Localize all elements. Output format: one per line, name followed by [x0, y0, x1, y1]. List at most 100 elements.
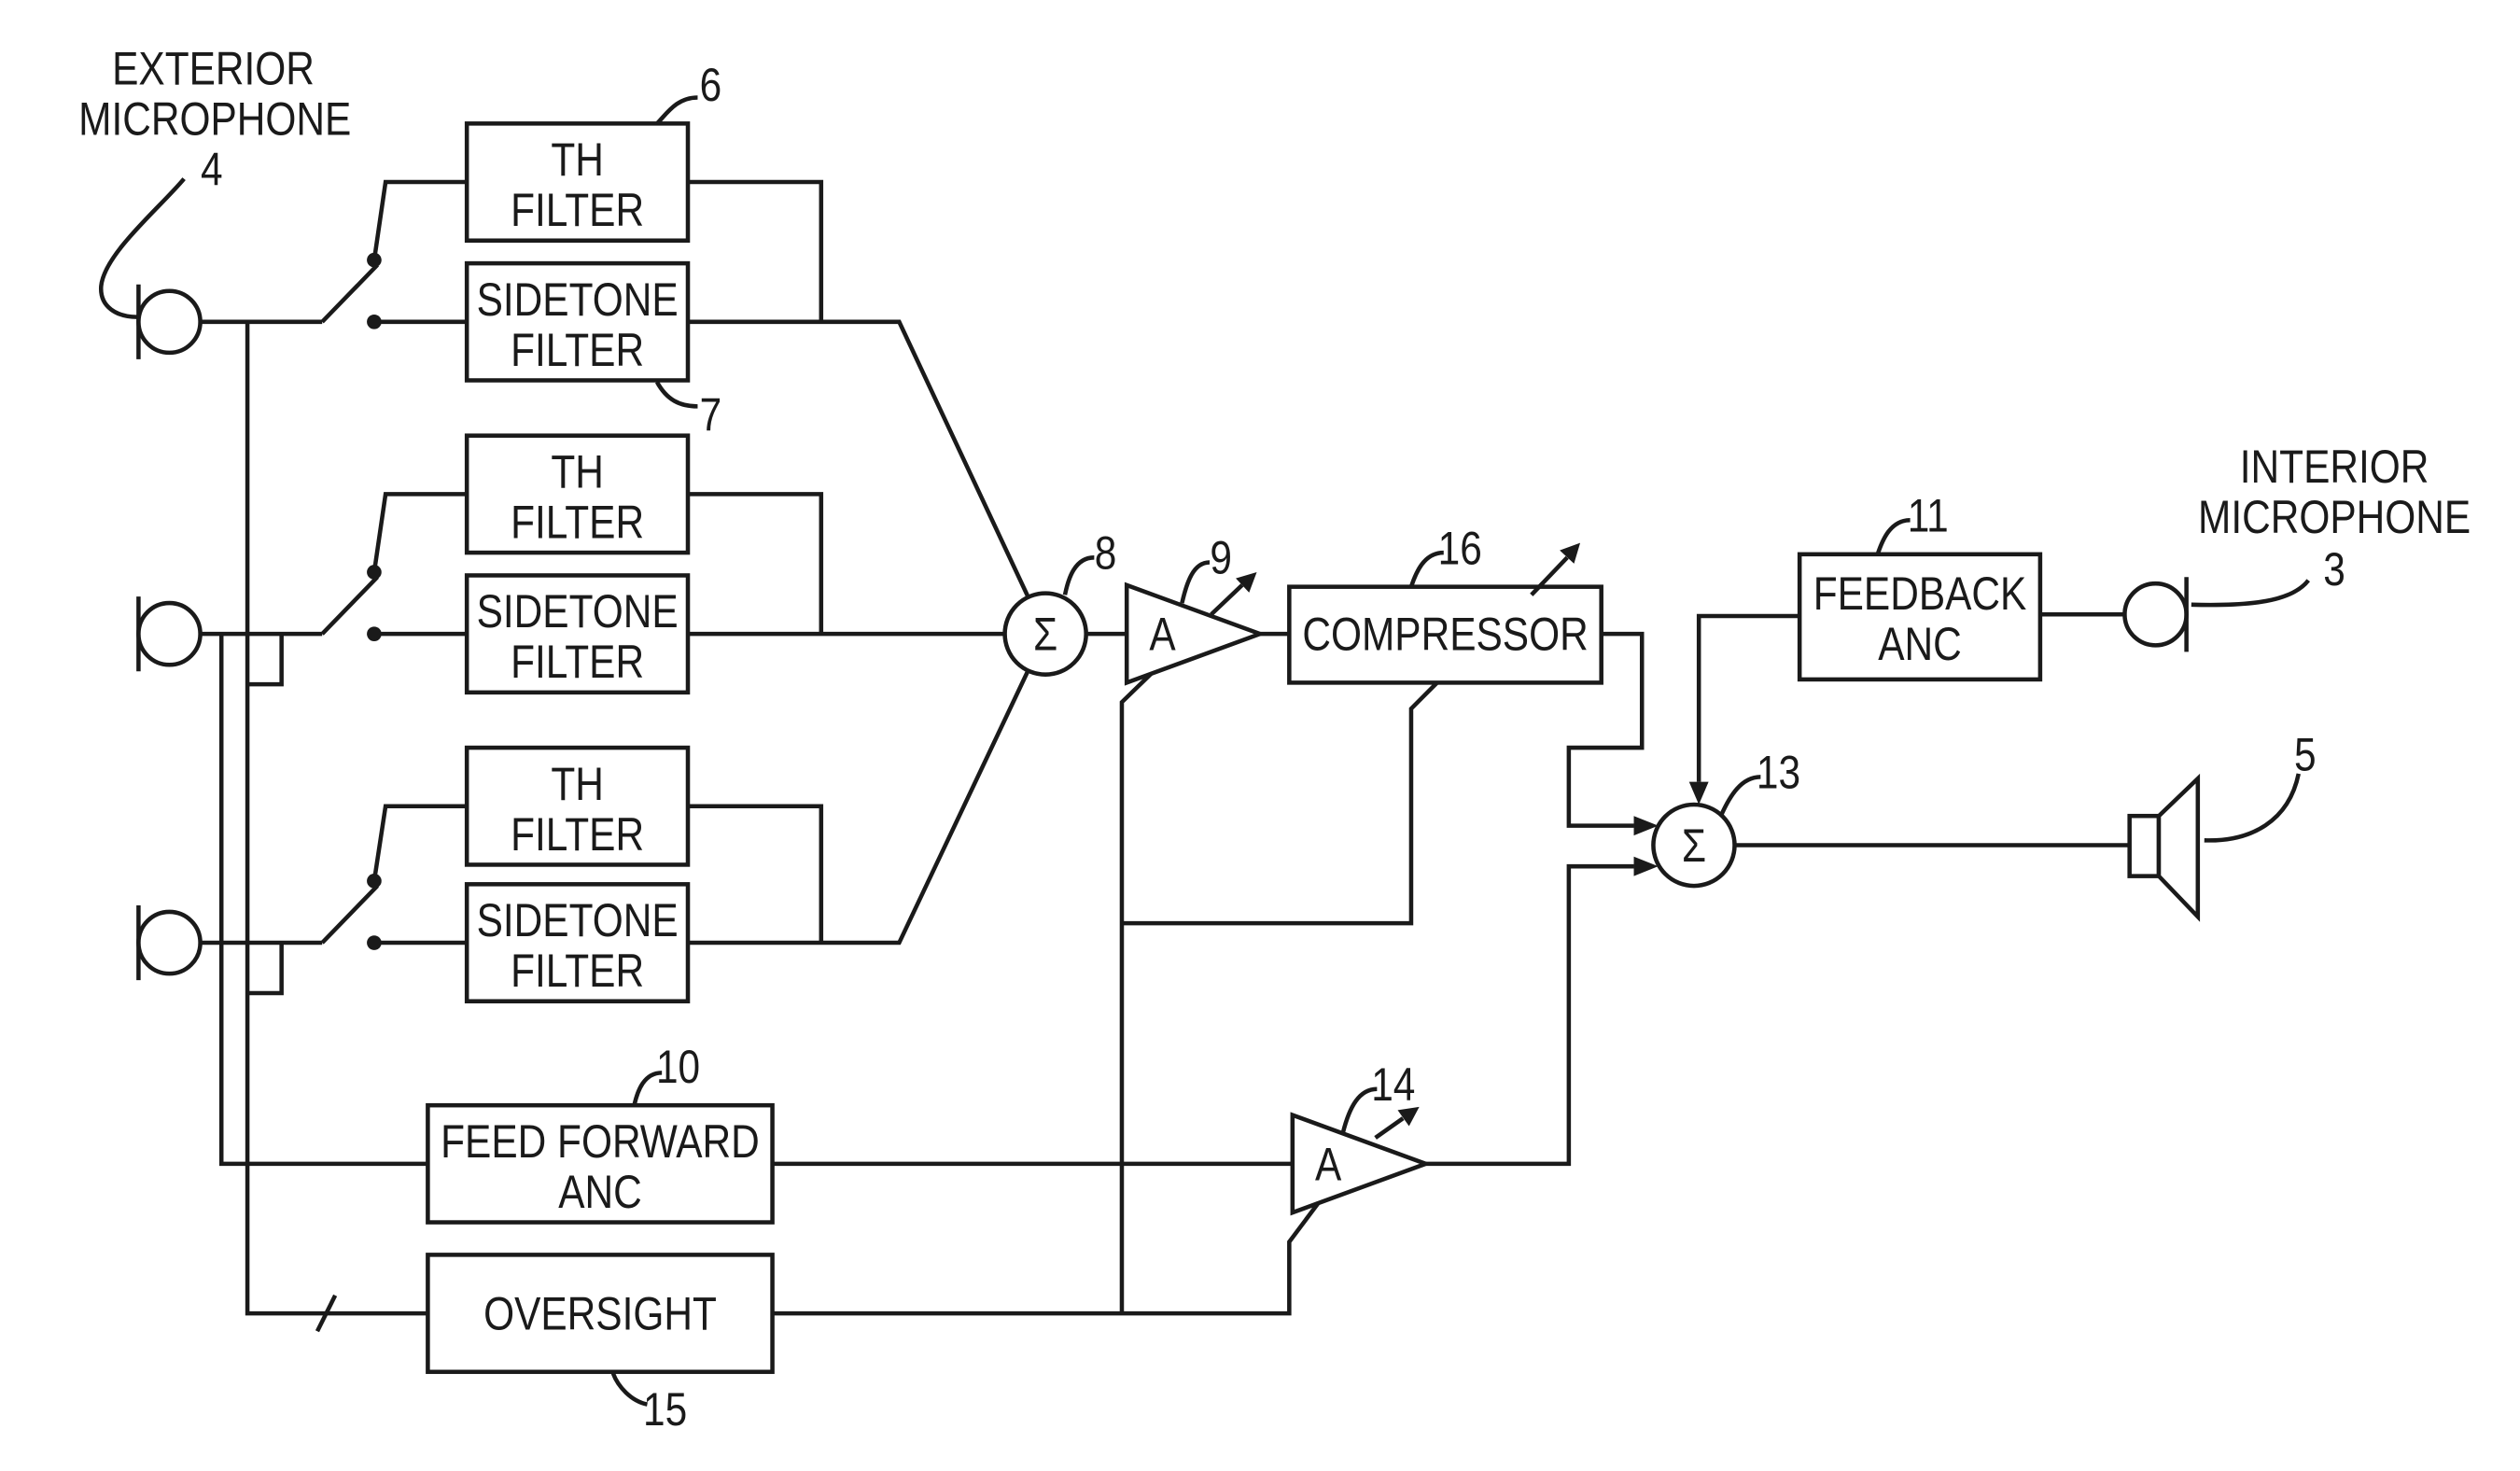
amplifier-9-leader-line — [1180, 560, 1211, 604]
wire-oversight-to-compressor-control — [1121, 680, 1439, 926]
compressor-ref-number: 16 — [1438, 522, 1482, 574]
compressor-arrowhead — [1560, 542, 1581, 564]
bus-to-oversight — [245, 321, 428, 1316]
speaker-leader-line — [2204, 773, 2301, 843]
th-filter-3-label-line-1: TH — [551, 757, 604, 809]
th-filter-2-label-line-2: FILTER — [511, 496, 644, 548]
microphone-1-capsule — [136, 288, 203, 356]
feedback-anc-ref-number: 11 — [1908, 489, 1949, 541]
compressor-label: COMPRESSOR — [1302, 608, 1588, 660]
summer-8-leader-line — [1062, 555, 1095, 595]
oversight — [426, 1253, 775, 1375]
microphone-2-capsule — [136, 600, 203, 667]
summer-13-input-arrowhead-3 — [1688, 781, 1709, 806]
summer-8-ref-number: 8 — [1095, 526, 1117, 579]
interior-microphone-leader-line — [2191, 579, 2311, 608]
th-filter-3 — [464, 745, 691, 867]
amplifier-14-ref-number: 14 — [1371, 1058, 1415, 1110]
microphone-icon — [136, 596, 203, 672]
th-filter-1-label-line-1: TH — [551, 133, 604, 186]
interior-microphone-label-line-1: INTERIOR — [2240, 441, 2429, 493]
wire-th-filter-3-output — [688, 804, 824, 944]
wire-feedback-anc-to-summer-13 — [1696, 613, 1800, 782]
microphone-icon — [136, 904, 203, 981]
sidetone-filter-3-label-line-2: FILTER — [511, 945, 644, 997]
feedback-anc-label-line-2: ANC — [1878, 618, 1962, 670]
sidetone-filter-3 — [464, 882, 691, 1003]
speaker-icon — [2127, 773, 2201, 922]
feed-forward-anc-label-line-1: FEED FORWARD — [441, 1114, 760, 1167]
sidetone-filter-2-label-line-1: SIDETONE — [477, 585, 679, 637]
sidetone-filter-3-label-line-1: SIDETONE — [477, 894, 679, 946]
sidetone-filter-1-label-line-2: FILTER — [511, 323, 644, 375]
sidetone-filter-2 — [464, 573, 691, 695]
summer-13-input-arrowhead-1 — [1633, 816, 1659, 836]
summer-13-leader-line — [1719, 775, 1761, 816]
mic3-bus-tap — [247, 943, 284, 996]
th-filter-2-label-line-1: TH — [551, 445, 604, 497]
speaker-cone — [2156, 773, 2201, 922]
wire-switch3-to-th-filter-3 — [371, 804, 468, 882]
amplifier-14-leader-line — [1340, 1086, 1378, 1134]
wire-th-filter-2-output — [688, 492, 824, 635]
microphone-icon — [2122, 577, 2189, 652]
th-filter-2 — [464, 433, 691, 555]
amplifier-9-arrowhead — [1236, 571, 1257, 593]
amplifier-14-variable-gain-arrow — [1374, 1116, 1405, 1140]
interior-microphone-capsule — [2122, 581, 2189, 648]
amplifier-9-variable-gain-arrow — [1210, 583, 1244, 616]
wire-oversight-to-amplifier-9-control — [1119, 672, 1153, 1314]
wire-group1-to-summer-8 — [688, 319, 1030, 598]
sidetone-filter-1 — [464, 260, 691, 383]
amplifier-9 — [1124, 581, 1267, 686]
switch-3-arm — [320, 884, 380, 945]
feed-forward-anc-label-line-2: ANC — [558, 1165, 642, 1217]
wire-compressor-to-summer-13 — [1566, 631, 1645, 828]
oversight-leader-line — [610, 1372, 649, 1407]
amplifier-14 — [1290, 1112, 1433, 1216]
amplifier-14-arrowhead — [1397, 1106, 1420, 1127]
amplifier-14-symbol: A — [1315, 1138, 1341, 1190]
wire-th-filter-1-output — [688, 179, 824, 322]
wire-oversight-to-amplifier-14-control — [772, 1201, 1321, 1316]
bus-multi-line-slash — [315, 1294, 338, 1333]
feedback-anc-label-line-1: FEEDBACK — [1813, 567, 2027, 620]
wire-switch1-to-th-filter-1 — [371, 179, 468, 260]
amplifier-9-symbol: A — [1149, 608, 1175, 660]
mic2-bus-tap — [247, 634, 284, 687]
speaker-magnet — [2127, 813, 2162, 878]
th-filter-leader-line — [655, 95, 698, 125]
exterior-microphone-leader-line — [99, 177, 186, 319]
exterior-microphone-ref-number: 4 — [201, 143, 223, 195]
microphone-icon — [136, 284, 203, 359]
summer-13-ref-number: 13 — [1757, 746, 1800, 798]
interior-microphone-label-line-2: MICROPHONE — [2198, 491, 2471, 543]
th-filter-3-label-line-2: FILTER — [511, 807, 644, 860]
feedback-anc-leader-line — [1875, 517, 1911, 555]
feedback-anc — [1797, 552, 2043, 682]
microphone-3-capsule — [136, 909, 203, 976]
th-filter-1-label-line-2: FILTER — [511, 184, 644, 236]
sidetone-filter-leader-line — [654, 381, 698, 409]
sidetone-filter-2-label-line-2: FILTER — [511, 636, 644, 688]
wire-amplifier-14-to-summer-13 — [1425, 863, 1634, 1167]
feed-forward-anc-ref-number: 10 — [656, 1040, 700, 1092]
feed-forward-anc — [426, 1102, 775, 1225]
interior-microphone-ref-number: 3 — [2323, 542, 2345, 595]
exterior-microphone-label-line-2: MICROPHONE — [78, 92, 351, 145]
amplifier-9-ref-number: 9 — [1210, 531, 1232, 583]
sidetone-filter-ref-number: 7 — [700, 388, 722, 441]
exterior-microphone-label-line-1: EXTERIOR — [112, 42, 315, 94]
wire-switch2-to-th-filter-2 — [371, 492, 468, 573]
sidetone-filter-1-label-line-1: SIDETONE — [477, 273, 679, 325]
feed-forward-anc-leader-line — [632, 1071, 663, 1106]
wire-group3-to-summer-8 — [688, 669, 1030, 946]
th-filter-ref-number: 6 — [700, 58, 722, 110]
oversight-label: OVERSIGHT — [483, 1287, 717, 1339]
compressor-variable-arrow — [1530, 555, 1569, 596]
oversight-ref-number: 15 — [643, 1383, 687, 1436]
summer-8-symbol: Σ — [1033, 608, 1057, 660]
switch-1-arm — [320, 263, 380, 324]
